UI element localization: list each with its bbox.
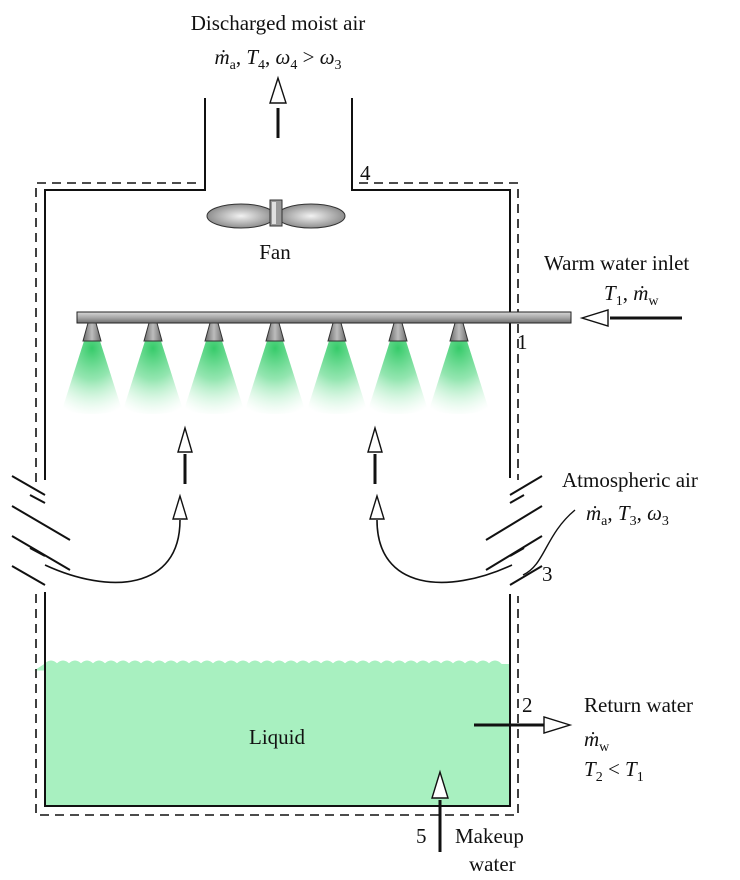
makeup-water-line1: Makeup [455, 824, 524, 848]
spray-nozzle-3 [204, 322, 224, 342]
air-flow-arrows [44, 519, 513, 584]
return-water-title: Return water [584, 693, 693, 717]
fan-label: Fan [259, 240, 291, 264]
return-water-arrow-icon [474, 716, 573, 734]
water-spray-5 [307, 341, 367, 414]
spray-nozzle-4 [265, 322, 285, 342]
water-spray-1 [62, 341, 122, 414]
state-label-4: 4 [360, 161, 371, 185]
outlet-title: Discharged moist air [191, 11, 366, 35]
leader-lines [522, 509, 576, 576]
warm-water-inlet-title: Warm water inlet [544, 251, 689, 275]
water-spray-4 [245, 341, 305, 414]
warm-water-inlet-arrow-icon [579, 309, 682, 327]
return-water-temperature: T2 < T1 [584, 757, 644, 785]
control-volume-boundary [35, 182, 519, 816]
right-air-arrow-icon [367, 425, 385, 520]
water-spray-2 [123, 341, 183, 414]
state-label-2: 2 [522, 693, 533, 717]
water-spray-3 [184, 341, 244, 414]
outlet-air-arrow-icon [269, 75, 287, 138]
state-label-1: 1 [517, 330, 528, 354]
water-spray-6 [368, 341, 428, 414]
return-water-flow: ṁw [584, 727, 610, 755]
state-label-5: 5 [416, 824, 427, 848]
atmospheric-air-properties: ṁa, T3, ω3 [586, 501, 669, 529]
left-air-arrow-icon [172, 425, 193, 520]
water-distribution-pipe [76, 311, 572, 324]
outlet-properties: ṁa, T4, ω4 > ω3 [214, 45, 341, 73]
spray-nozzle-6 [388, 322, 408, 342]
state-label-3: 3 [542, 562, 553, 586]
left-air-inlet-louvers [11, 475, 71, 586]
makeup-water-arrow-icon [431, 769, 449, 852]
spray-nozzles [62, 322, 489, 414]
fan-icon [206, 199, 346, 229]
makeup-water-line2: water [469, 852, 516, 876]
liquid-pool [34, 660, 510, 806]
liquid-label: Liquid [249, 725, 305, 749]
right-air-inlet-louvers [485, 475, 543, 586]
tower-wall [44, 98, 511, 807]
spray-nozzle-7 [449, 322, 469, 342]
water-surface-waves [34, 660, 502, 671]
water-spray-7 [429, 341, 489, 414]
spray-nozzle-5 [327, 322, 347, 342]
spray-nozzle-1 [82, 322, 102, 342]
atmospheric-air-title: Atmospheric air [562, 468, 698, 492]
spray-nozzle-2 [143, 322, 163, 342]
warm-water-inlet-properties: T1, ṁw [604, 281, 659, 309]
